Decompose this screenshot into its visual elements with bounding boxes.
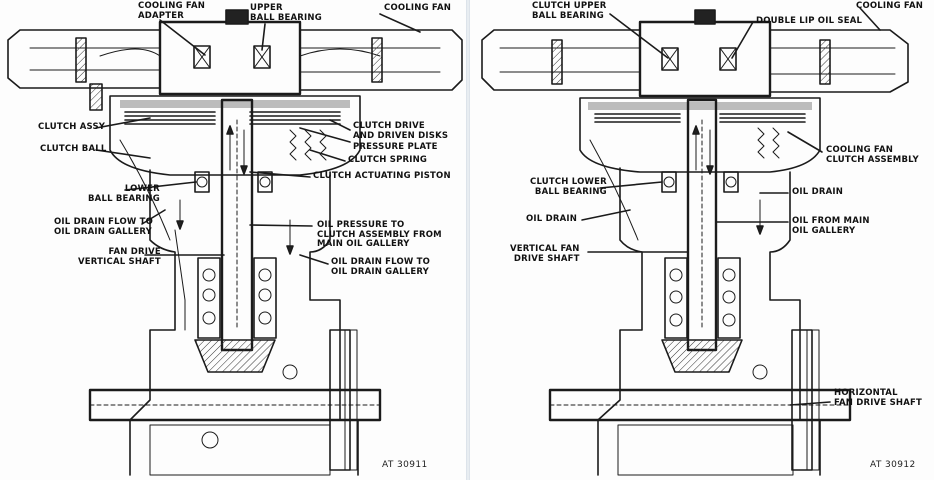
fan-adapter-hub xyxy=(158,20,302,96)
left-cutaway-panel: COOLING FAN ADAPTER UPPER BALL BEARING C… xyxy=(0,0,466,480)
clutch-disk-stack xyxy=(594,113,806,123)
label-clutch-lower-ball-bearing: CLUTCH LOWER BALL BEARING xyxy=(530,177,607,197)
oil-flow-arrows xyxy=(692,125,764,235)
label-oil-drain-left: OIL DRAIN xyxy=(526,214,578,224)
label-upper-ball-bearing: UPPER BALL BEARING xyxy=(250,3,322,23)
right-cutaway-drawing xyxy=(481,7,909,476)
label-oil-pressure: OIL PRESSURE TO CLUTCH ASSEMBLY FROM MAI… xyxy=(317,220,442,249)
upper-bearing-left xyxy=(661,47,679,71)
figure-number-left: AT 30911 xyxy=(382,460,428,470)
fan-drive-housing xyxy=(597,167,821,476)
label-cooling-fan-clutch-assembly: COOLING FAN CLUTCH ASSEMBLY xyxy=(826,145,919,165)
clutch-spring xyxy=(757,127,780,159)
clutch-housing xyxy=(579,97,821,173)
lower-bearing-stack xyxy=(664,257,688,339)
bevel-gear xyxy=(661,339,743,373)
label-clutch-actuating-piston: CLUTCH ACTUATING PISTON xyxy=(313,171,451,181)
label-double-lip-oil-seal: DOUBLE LIP OIL SEAL xyxy=(756,16,863,26)
label-oil-from-main-gallery: OIL FROM MAIN OIL GALLERY xyxy=(792,216,870,236)
fan-drive-housing xyxy=(129,169,359,476)
label-fan-drive-vertical-shaft: FAN DRIVE VERTICAL SHAFT xyxy=(78,247,161,267)
label-clutch-upper-ball-bearing: CLUTCH UPPER BALL BEARING xyxy=(532,1,607,21)
upper-bearing-right xyxy=(719,47,737,71)
label-cooling-fan-adapter: COOLING FAN ADAPTER xyxy=(138,1,206,21)
label-vertical-fan-drive-shaft: VERTICAL FAN DRIVE SHAFT xyxy=(510,244,580,264)
panel-divider xyxy=(466,0,470,480)
cooling-fan-blade-right xyxy=(769,29,909,93)
label-cooling-fan: COOLING FAN xyxy=(384,3,452,13)
left-leader-lines xyxy=(95,13,421,265)
right-cutaway-panel: CLUTCH UPPER BALL BEARING DOUBLE LIP OIL… xyxy=(470,0,934,480)
lower-bearing-stack xyxy=(197,257,221,339)
upper-bearing-left xyxy=(193,45,211,69)
label-horizontal-fan-drive-shaft: HORIZONTAL FAN DRIVE SHAFT xyxy=(834,388,923,408)
label-clutch-assy: CLUTCH ASSY xyxy=(38,122,106,132)
clutch-disk-stack xyxy=(124,111,341,125)
label-clutch-drive-disks: CLUTCH DRIVE AND DRIVEN DISKS xyxy=(353,121,449,141)
label-lower-ball-bearing: LOWER BALL BEARING xyxy=(88,184,160,204)
figure-number-right: AT 30912 xyxy=(870,460,916,470)
right-leader-lines xyxy=(581,7,881,406)
fan-adapter-hub xyxy=(638,20,772,98)
label-clutch-spring: CLUTCH SPRING xyxy=(348,155,428,165)
left-cutaway-drawing xyxy=(7,9,463,476)
label-clutch-ball: CLUTCH BALL xyxy=(40,144,107,154)
bevel-gear xyxy=(194,339,276,373)
label-oil-drain-flow-left: OIL DRAIN FLOW TO OIL DRAIN GALLERY xyxy=(54,217,154,237)
label-pressure-plate: PRESSURE PLATE xyxy=(353,142,438,152)
clutch-housing xyxy=(109,95,361,176)
label-cooling-fan: COOLING FAN xyxy=(856,1,924,11)
label-oil-drain-right: OIL DRAIN xyxy=(792,187,844,197)
label-oil-drain-flow-right: OIL DRAIN FLOW TO OIL DRAIN GALLERY xyxy=(331,257,431,277)
